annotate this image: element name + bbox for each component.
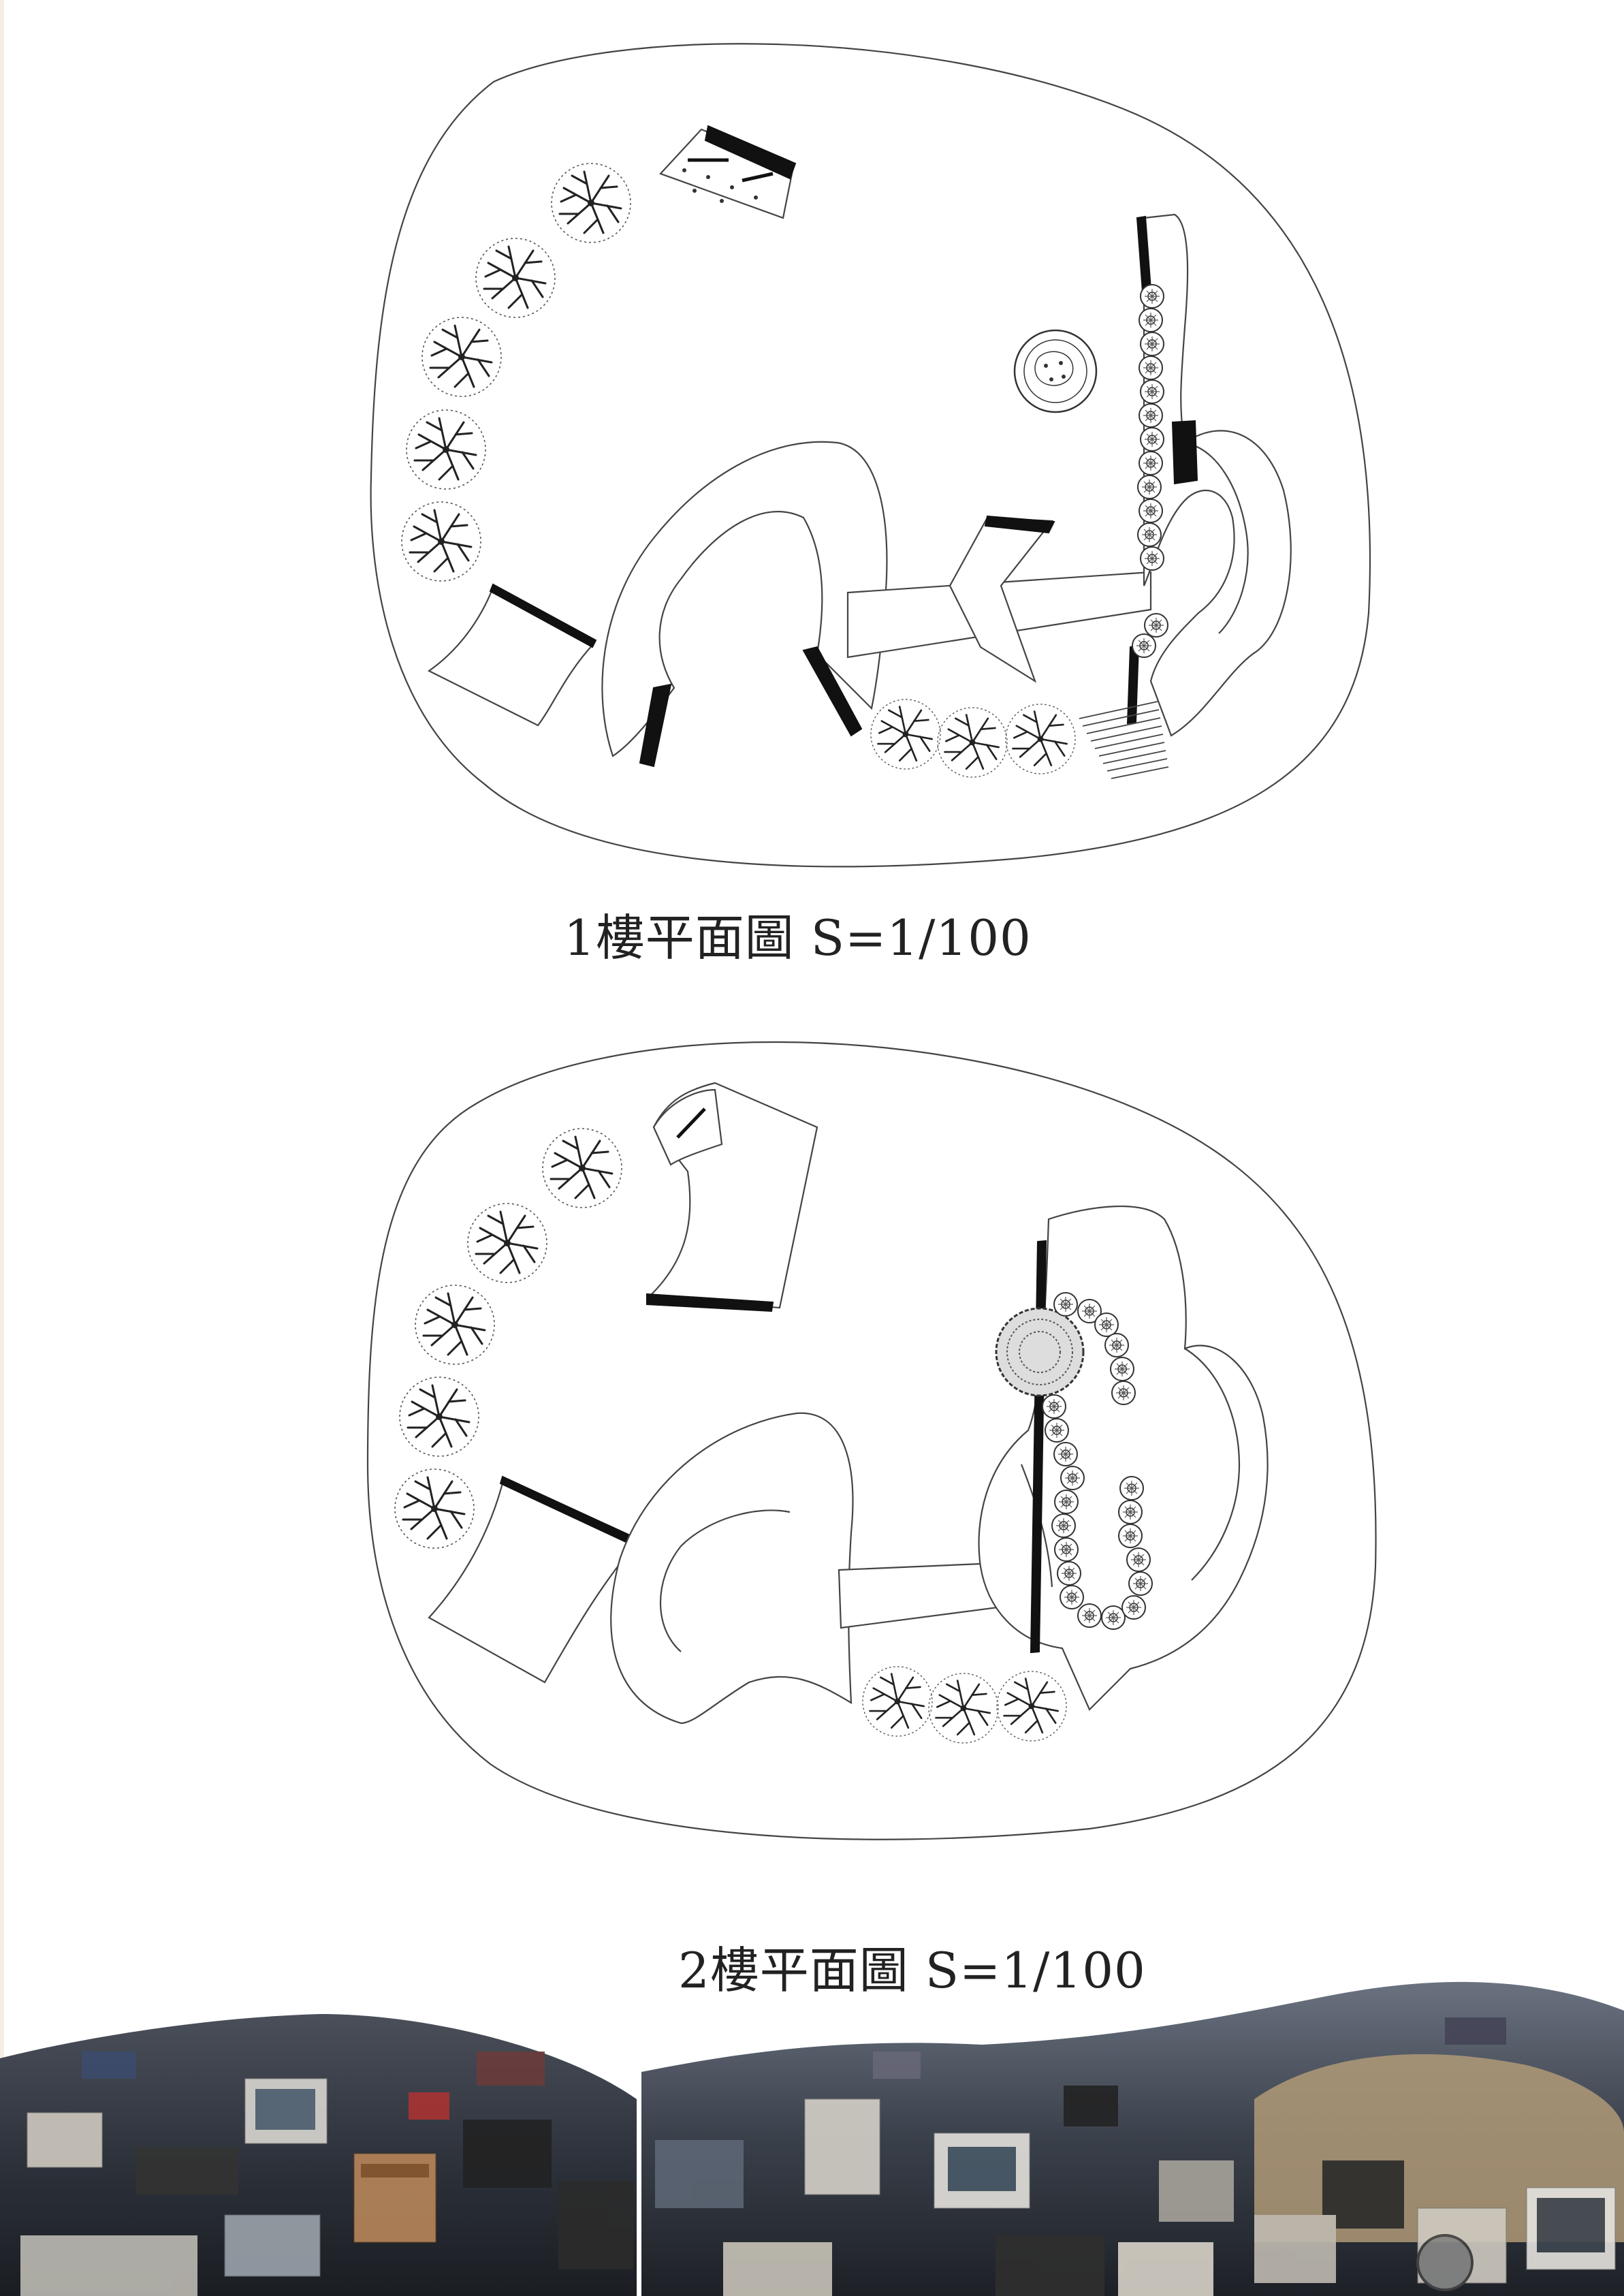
plan-2-caption: 2樓平面圖 S=1/100 bbox=[678, 1942, 1146, 1999]
tree-symbol-icon bbox=[995, 1307, 1085, 1397]
fountain-icon bbox=[1013, 329, 1098, 413]
floor-plan-2 bbox=[366, 1041, 1377, 1840]
e-waste-photo-right bbox=[641, 1981, 1624, 2296]
curved-pavilion bbox=[601, 441, 888, 757]
right-building bbox=[978, 1206, 1269, 1711]
e-waste-photo-left bbox=[0, 2014, 637, 2296]
plan-1-caption: 1樓平面圖 S=1/100 bbox=[564, 909, 1032, 966]
floor-plan-1 bbox=[370, 43, 1371, 868]
site-boundary bbox=[370, 43, 1371, 868]
right-building bbox=[1143, 213, 1292, 737]
site-boundary bbox=[366, 1041, 1377, 1840]
curved-pavilion bbox=[610, 1412, 854, 1725]
entrance-steps bbox=[1079, 701, 1169, 779]
left-platform bbox=[427, 584, 595, 727]
page-edge-strip bbox=[0, 0, 4, 2296]
left-platform bbox=[428, 1477, 638, 1684]
